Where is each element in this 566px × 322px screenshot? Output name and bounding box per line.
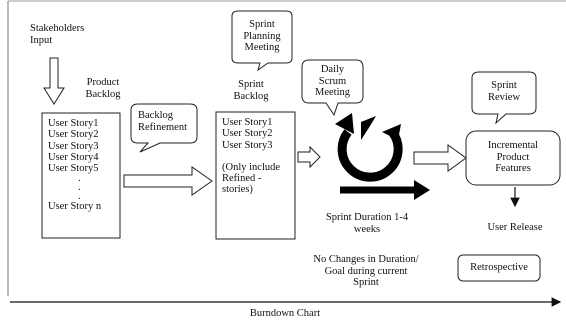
incremental-features-line-1: Incremental: [487, 140, 539, 151]
backlog-refinement-line-2: Refinement: [138, 121, 187, 133]
sprint-planning-line-2: Planning: [243, 30, 281, 42]
incremental-features-line-3: Features: [495, 163, 531, 174]
product-backlog-title: Product Backlog: [73, 77, 133, 100]
list-item: .: [78, 182, 81, 194]
no-changes-line-1: No Changes in Duration/: [313, 254, 419, 265]
backlog-refinement-line-1: Backlog: [138, 110, 173, 121]
product-backlog-title-line-2: Backlog: [85, 88, 121, 100]
sprint-review-label: Sprint Review: [472, 80, 536, 103]
daily-scrum-line-2: Scrum: [318, 75, 347, 87]
incremental-features-line-2: Product: [496, 151, 530, 163]
backlog-refinement-callout: [130, 103, 198, 153]
sprint-cycle-icon: [335, 113, 430, 200]
list-item: [222, 151, 280, 162]
list-item: User Story3: [48, 140, 99, 152]
list-item: User Story4: [48, 151, 99, 163]
daily-scrum-callout: [301, 59, 364, 117]
list-item: User Story5: [48, 163, 99, 175]
sprint-duration-line-2: weeks: [353, 223, 381, 235]
refinement-arrow: [123, 166, 213, 196]
list-item: .: [78, 173, 81, 185]
burndown-chart-label: Burndown Chart: [249, 308, 321, 319]
no-changes-line-2: Goal during current: [324, 265, 408, 277]
product-backlog-title-line-1: Product: [86, 77, 120, 88]
sprint-backlog-title-line-1: Sprint: [238, 79, 264, 90]
sprint-planning-line-1: Sprint: [249, 19, 275, 30]
no-changes-line-3: Sprint: [353, 277, 379, 288]
input-down-arrow: [43, 57, 65, 105]
daily-scrum-line-1: Daily: [320, 64, 345, 75]
sprint-backlog-title-line-2: Backlog: [233, 90, 269, 102]
no-changes-label: No Changes in Duration/ Goal during curr…: [300, 254, 432, 289]
list-item: User Story2: [222, 128, 273, 140]
incremental-features-box: [465, 130, 561, 186]
retrospective-label: Retrospective: [470, 262, 528, 273]
sprint-backlog-box: [215, 111, 296, 240]
list-item: User Story3: [222, 139, 273, 151]
daily-scrum-label: Daily Scrum Meeting: [302, 64, 363, 99]
sprint-backlog-title: Sprint Backlog: [226, 79, 276, 102]
sprint-to-increment-arrow: [413, 144, 467, 172]
list-item: User Story1: [222, 117, 273, 128]
stakeholders-input-label: Stakeholders Input: [30, 23, 84, 46]
sprint-backlog-list: User Story1 User Story2 User Story3 (Onl…: [222, 117, 280, 196]
sprint-review-line-2: Review: [487, 91, 521, 103]
list-item: .: [78, 191, 81, 203]
list-item: User Story n: [48, 201, 102, 213]
backlog-refinement-label: Backlog Refinement: [138, 110, 187, 133]
list-item: (Only include: [222, 161, 281, 173]
stakeholders-line-1: Stakeholders: [30, 23, 85, 34]
sprint-duration-line-1: Sprint Duration 1-4: [325, 212, 409, 223]
sprint-planning-label: Sprint Planning Meeting: [232, 19, 292, 54]
product-backlog-list: User Story1 User Story2 User Story3 User…: [48, 118, 101, 213]
list-item: stories): [222, 184, 253, 196]
stakeholders-line-2: Input: [30, 34, 53, 46]
backlog-to-sprint-arrow: [297, 145, 321, 169]
product-backlog-box: [41, 112, 121, 239]
list-item: User Story2: [48, 129, 99, 141]
sprint-duration-label: Sprint Duration 1-4 weeks: [312, 212, 422, 235]
sprint-planning-line-3: Meeting: [244, 42, 280, 53]
list-item: Refined -: [222, 173, 262, 185]
sprint-review-line-1: Sprint: [491, 80, 517, 91]
sprint-review-callout: [471, 71, 537, 125]
sprint-planning-callout: [231, 10, 293, 72]
daily-scrum-line-3: Meeting: [315, 87, 350, 98]
list-item: User Story1: [48, 118, 99, 129]
retrospective-box: [457, 254, 541, 282]
user-release-label: User Release: [487, 222, 543, 233]
incremental-features-label: Incremental Product Features: [466, 140, 560, 175]
